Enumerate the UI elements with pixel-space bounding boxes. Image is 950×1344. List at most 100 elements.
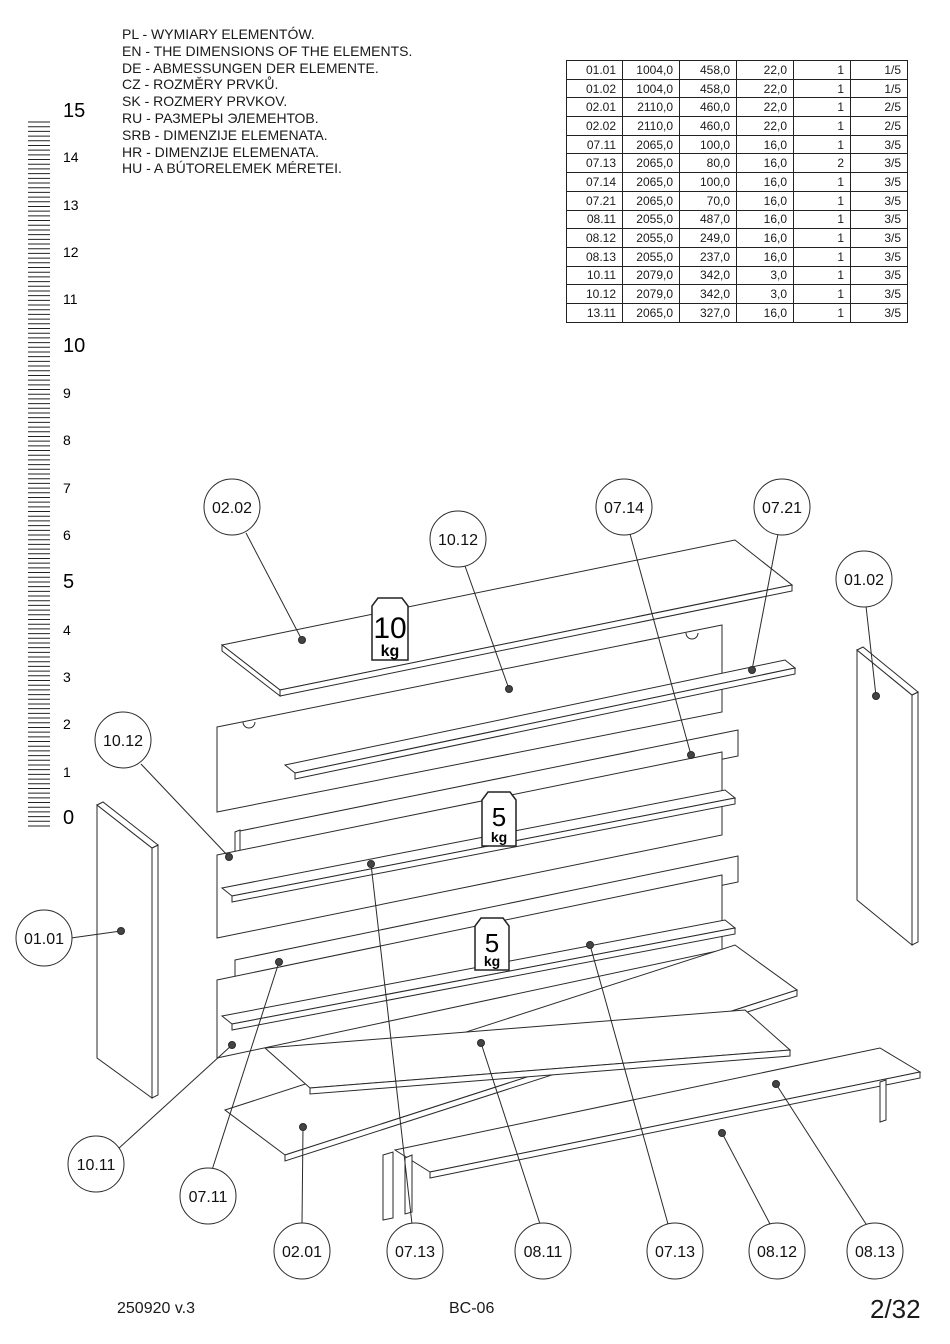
table-cell: 16,0 bbox=[736, 302, 794, 323]
svg-text:02.01: 02.01 bbox=[282, 1244, 322, 1261]
svg-text:01.02: 01.02 bbox=[844, 572, 884, 589]
footer-page-number: 2/32 bbox=[870, 1294, 921, 1324]
ruler-label-5: 5 bbox=[63, 571, 74, 593]
svg-text:01.01: 01.01 bbox=[24, 931, 64, 948]
scale-ruler: 15 14 13 12 11 10 9 8 7 6 5 4 3 2 1 0 bbox=[28, 100, 85, 829]
svg-text:10.12: 10.12 bbox=[438, 532, 478, 549]
callout-10-11: 10.11 bbox=[67, 1135, 125, 1193]
callout-02-01: 02.01 bbox=[273, 1222, 331, 1280]
ruler-label-12: 12 bbox=[63, 244, 79, 260]
table-cell: 3/5 bbox=[850, 246, 908, 267]
top-board-02-02 bbox=[220, 539, 794, 698]
callout-01-01: 01.01 bbox=[15, 909, 73, 967]
svg-text:07.14: 07.14 bbox=[604, 500, 644, 517]
ruler-label-6: 6 bbox=[63, 527, 71, 543]
svg-text:10.12: 10.12 bbox=[103, 733, 143, 750]
table-cell: 249,0 bbox=[679, 228, 737, 248]
ruler-label-14: 14 bbox=[63, 149, 79, 165]
table-cell: 2110,0 bbox=[622, 116, 680, 136]
dot-07-13-a bbox=[367, 860, 375, 868]
dot-01-01 bbox=[117, 927, 125, 935]
svg-text:07.13: 07.13 bbox=[395, 1244, 435, 1261]
weight-5kg-low-unit: kg bbox=[484, 953, 500, 969]
callout-07-21: 07.21 bbox=[753, 478, 811, 536]
ruler-label-3: 3 bbox=[63, 669, 71, 685]
ruler-label-9: 9 bbox=[63, 385, 71, 401]
table-cell: 3/5 bbox=[850, 302, 908, 323]
weight-5kg-mid-unit: kg bbox=[491, 829, 507, 845]
table-cell: 16,0 bbox=[736, 153, 794, 174]
legend-line-en: EN - THE DIMENSIONS OF THE ELEMENTS. bbox=[122, 42, 413, 59]
language-legend: PL - WYMIARY ELEMENTÓW. EN - THE DIMENSI… bbox=[122, 26, 412, 177]
weight-10kg-value: 10 bbox=[373, 612, 406, 645]
table-cell: 08.12 bbox=[566, 228, 623, 248]
svg-text:08.13: 08.13 bbox=[855, 1244, 895, 1261]
dot-08-13 bbox=[772, 1080, 780, 1088]
footer-model: BC-06 bbox=[449, 1300, 495, 1317]
footer-version-code: 250920 v.3 bbox=[117, 1300, 195, 1317]
dot-07-14 bbox=[687, 751, 695, 759]
legend-line-srb: SRB - DIMENZIJE ELEMENATA. bbox=[122, 126, 328, 143]
ruler-label-0: 0 bbox=[63, 807, 74, 829]
table-cell: 3/5 bbox=[850, 134, 908, 155]
table-cell: 02.01 bbox=[566, 97, 623, 118]
legend-line-hu: HU - A BÚTORELEMEK MÉRETEI. bbox=[122, 160, 342, 177]
rail-07-13-lower bbox=[220, 919, 737, 1031]
table-cell: 16,0 bbox=[736, 134, 794, 155]
ruler-label-7: 7 bbox=[63, 480, 71, 496]
svg-text:07.13: 07.13 bbox=[655, 1244, 695, 1261]
svg-text:07.21: 07.21 bbox=[762, 500, 802, 517]
callout-07-11: 07.11 bbox=[179, 1167, 237, 1225]
legend-line-cz: CZ - ROZMĚRY PRVKŮ. bbox=[122, 76, 279, 93]
table-cell: 2065,0 bbox=[622, 190, 680, 211]
legend-line-sk: SK - ROZMERY PRVKOV. bbox=[122, 93, 288, 110]
dot-02-02 bbox=[298, 636, 306, 644]
table-cell: 2065,0 bbox=[622, 302, 680, 323]
dot-01-02 bbox=[872, 692, 880, 700]
table-cell: 10.11 bbox=[566, 265, 623, 286]
shelf-08-13 bbox=[382, 1047, 922, 1221]
table-cell: 2/5 bbox=[850, 116, 908, 136]
table-cell: 460,0 bbox=[679, 116, 737, 136]
table-cell: 22,0 bbox=[736, 97, 794, 118]
dot-07-11 bbox=[275, 958, 283, 966]
legend-line-hr: HR - DIMENZIJE ELEMENATA. bbox=[122, 143, 320, 160]
table-cell: 3/5 bbox=[850, 265, 908, 286]
ruler-label-2: 2 bbox=[63, 716, 71, 732]
dot-10-12-a bbox=[505, 685, 513, 693]
weight-5kg-low: 5 kg bbox=[474, 917, 510, 971]
table-cell: 1004,0 bbox=[622, 60, 680, 80]
weight-5kg-mid: 5 kg bbox=[481, 791, 517, 847]
table-cell: 2110,0 bbox=[622, 97, 680, 118]
svg-text:08.12: 08.12 bbox=[757, 1244, 797, 1261]
callout-02-02: 02.02 bbox=[203, 478, 261, 536]
callout-10-12-b: 10.12 bbox=[94, 711, 152, 769]
callout-07-13-a: 07.13 bbox=[386, 1222, 444, 1280]
callout-08-11: 08.11 bbox=[514, 1222, 572, 1280]
ruler-ticks bbox=[28, 121, 50, 827]
weight-10kg-unit: kg bbox=[381, 643, 400, 660]
callout-07-14: 07.14 bbox=[595, 478, 653, 536]
callout-08-12: 08.12 bbox=[748, 1222, 806, 1280]
callout-01-02: 01.02 bbox=[835, 550, 893, 608]
dot-08-11 bbox=[477, 1039, 485, 1047]
table-cell: 100,0 bbox=[679, 172, 737, 192]
ruler-label-11: 11 bbox=[63, 291, 78, 307]
table-cell: 2055,0 bbox=[622, 228, 680, 248]
weight-5kg-mid-value: 5 bbox=[492, 802, 506, 832]
weight-10kg: 10 kg bbox=[371, 597, 409, 661]
legend-line-pl: PL - WYMIARY ELEMENTÓW. bbox=[122, 26, 315, 42]
table-cell: 2055,0 bbox=[622, 209, 680, 230]
svg-text:08.11: 08.11 bbox=[524, 1244, 563, 1261]
rail-07-13-upper bbox=[220, 789, 737, 903]
ruler-label-13: 13 bbox=[63, 197, 79, 213]
